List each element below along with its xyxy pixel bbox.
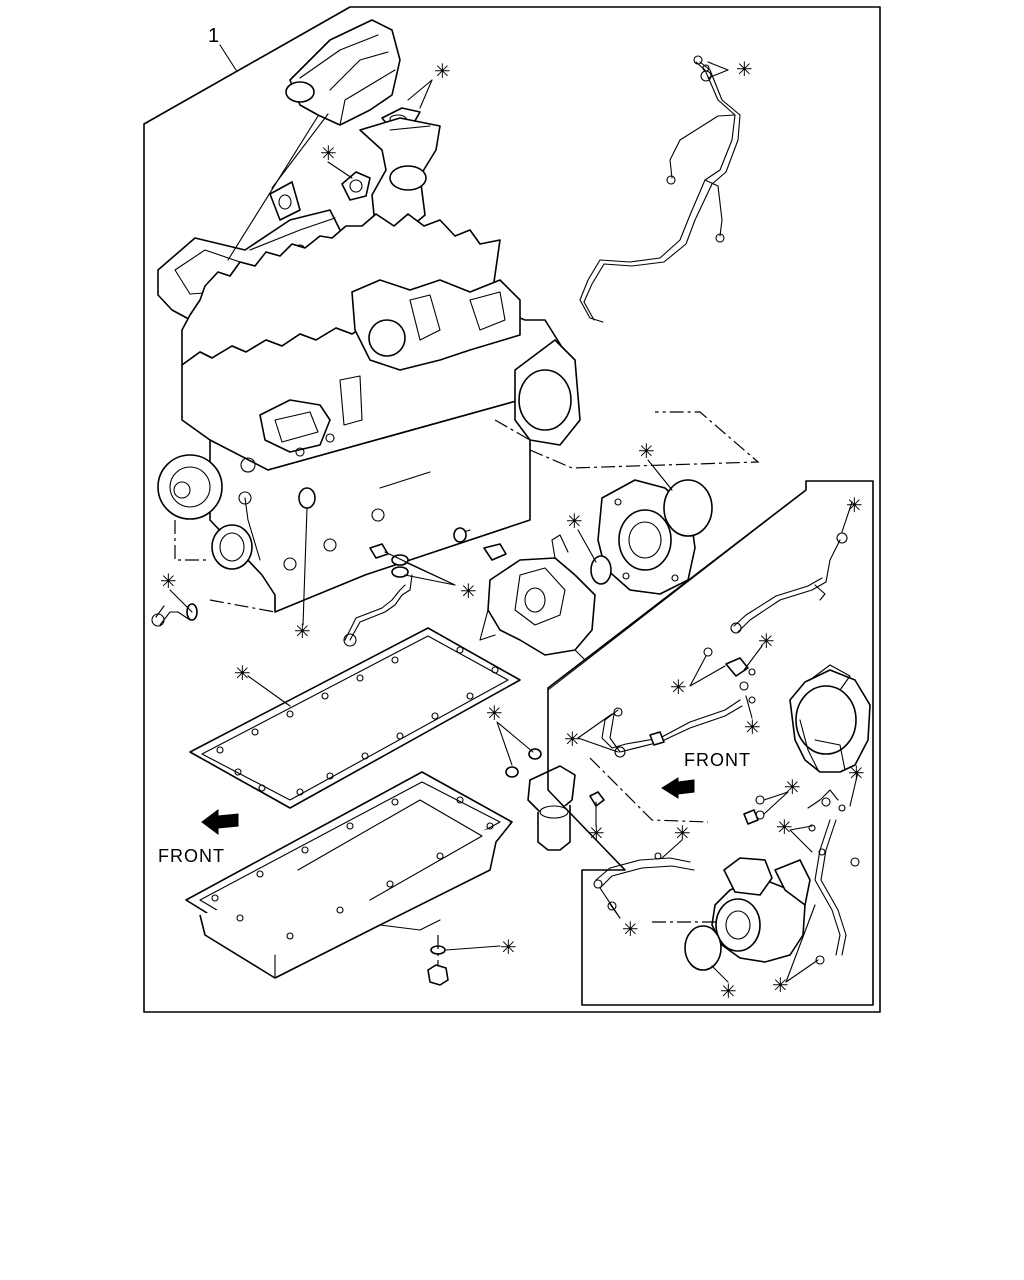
kit-marker: ✳	[758, 629, 775, 653]
turbo-oil-pipe-lower	[601, 699, 743, 758]
engine-block	[157, 213, 581, 613]
kit-marker: ✳	[772, 973, 789, 997]
water-outlet-pipe	[359, 117, 441, 233]
supply-pump	[479, 534, 596, 661]
kit-marker: ✳	[564, 727, 581, 751]
item-number-leader	[219, 44, 237, 71]
thermostat-housing	[285, 19, 401, 126]
turbo-inset-frame-inner	[547, 489, 807, 691]
outlet-gasket	[341, 171, 371, 201]
turbo-inset-frame	[547, 480, 874, 1006]
oil-filter	[505, 748, 605, 851]
kit-marker: ✳	[674, 821, 691, 845]
compressor-pipes	[593, 789, 860, 965]
compressor-o-ring	[684, 925, 722, 971]
front-arrow-left	[201, 809, 239, 835]
injection-pipes	[579, 55, 741, 323]
kit-marker: ✳	[234, 661, 251, 685]
kit-marker: ✳	[566, 509, 583, 533]
small-o-ring	[590, 555, 612, 585]
pump-small-o-rings	[369, 543, 409, 578]
outer-frame	[143, 6, 881, 1013]
front-label-right: FRONT	[684, 750, 751, 770]
block-o-ring	[298, 487, 316, 509]
air-compressor	[711, 857, 811, 963]
kit-marker: ✳	[776, 815, 793, 839]
drain-plug	[427, 935, 449, 986]
kit-marker: ✳	[670, 675, 687, 699]
kit-marker: ✳	[460, 579, 477, 603]
turbo-fittings	[703, 647, 756, 704]
kit-marker: ✳	[736, 57, 753, 81]
kit-marker: ✳	[500, 935, 517, 959]
kit-marker: ✳	[744, 715, 761, 739]
front-label-left: FRONT	[158, 846, 225, 866]
manifold-gasket	[269, 181, 301, 221]
kit-marker: ✳	[320, 141, 337, 165]
kit-marker: ✳	[720, 979, 737, 1003]
flywheel-leader	[494, 411, 760, 469]
front-oil-pipe	[151, 603, 198, 627]
kit-marker: ✳	[846, 493, 863, 517]
front-arrow-right	[661, 777, 695, 799]
turbo-oil-pipe-upper	[730, 532, 848, 634]
oil-pipe-left	[343, 574, 413, 647]
kit-markers: ✳ ✳ ✳ ✳ ✳ ✳ ✳ ✳ ✳ ✳ ✳ ✳ ✳ ✳ ✳ ✳ ✳ ✳ ✳ ✳ …	[160, 57, 865, 1003]
kit-marker: ✳	[160, 569, 177, 593]
oil-pan	[185, 771, 513, 979]
item-number-label: 1	[208, 25, 219, 47]
kit-marker: ✳	[486, 701, 503, 725]
compressor-fittings	[743, 795, 765, 825]
turbocharger	[789, 664, 871, 773]
pump-washer	[453, 527, 467, 543]
kit-marker: ✳	[588, 821, 605, 845]
kit-marker: ✳	[784, 775, 801, 799]
kit-marker: ✳	[294, 619, 311, 643]
kit-marker: ✳	[848, 761, 865, 785]
rear-o-ring	[663, 479, 713, 537]
kit-marker: ✳	[638, 439, 655, 463]
kit-marker-leaders	[169, 61, 859, 983]
block-leader-lines	[174, 520, 276, 613]
kit-marker: ✳	[434, 59, 451, 83]
pan-leader	[589, 757, 709, 823]
oil-pan-gasket	[189, 627, 521, 809]
kit-marker: ✳	[622, 917, 639, 941]
